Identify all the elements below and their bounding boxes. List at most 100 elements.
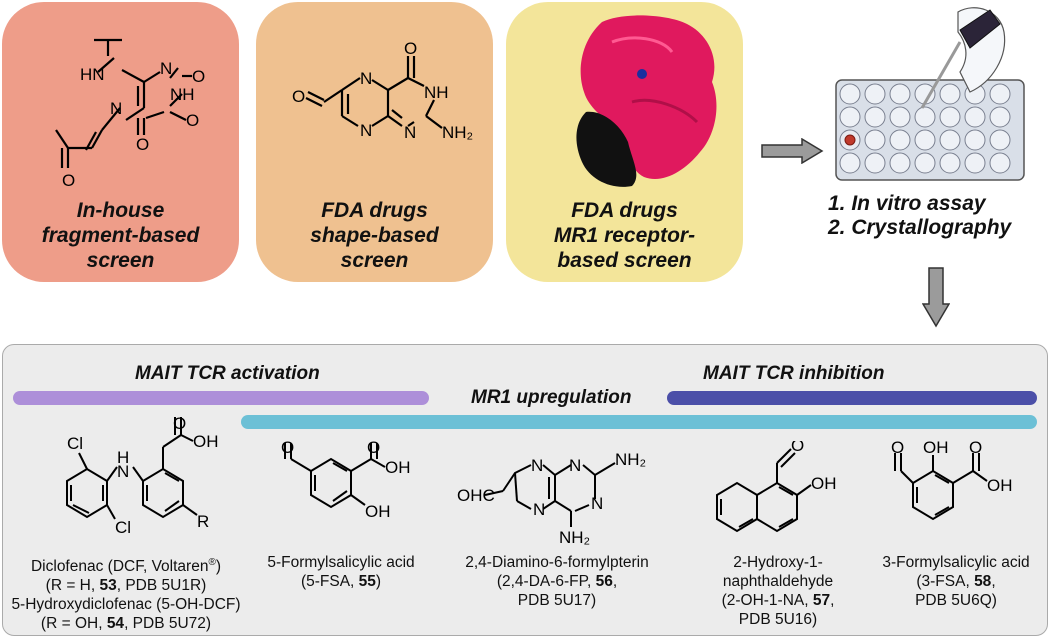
well (839, 106, 861, 128)
workflow-steps: 1. In vitro assay 2. Crystallography (828, 192, 1011, 240)
caption-line: FDA drugs (571, 199, 678, 222)
n-atom-label: N (569, 456, 581, 475)
n-atom-label: N (360, 121, 372, 140)
caption-line: In-house (76, 199, 165, 222)
diaminoformylpterin-structure: N N NH₂ N N OHC NH₂ (457, 450, 646, 545)
diaminoformylpterin-pdb: PDB 5U17) (517, 592, 597, 609)
well (989, 83, 1011, 105)
mr1-protein-surface-image (576, 15, 717, 187)
well (939, 106, 961, 128)
hydroxydiclofenac-name: 5-Hydroxydiclofenac (5-OH-DCF) (11, 596, 241, 614)
well (989, 106, 1011, 128)
hydroxynaphthaldehyde-name: 2-Hydroxy-1- (733, 554, 823, 571)
activation-bar (13, 391, 429, 405)
well (889, 106, 911, 128)
fragment-ligand-structure: HN N O NH O O N O (55, 38, 205, 190)
5-fsa-detail: (5-FSA, 55) (300, 573, 382, 590)
o-atom-label: O (192, 67, 205, 86)
activation-label: MAIT TCR activation (135, 363, 320, 384)
o-atom-label: O (281, 441, 294, 457)
n-atom-label: N (160, 59, 172, 78)
nh2-label: NH₂ (615, 450, 646, 469)
o-atom-label: O (891, 441, 904, 457)
well (964, 152, 986, 174)
well (889, 83, 911, 105)
pipette-icon (920, 7, 1006, 109)
well-plate-icon (835, 79, 1025, 181)
shape-screen-card: O N N O NH N NH₂ FDA drugs shape-based s… (256, 2, 493, 282)
caption-line: MR1 receptor- (553, 224, 696, 247)
n-atom-label: N (117, 462, 129, 481)
well (864, 152, 886, 174)
hn-atom-label: HN (80, 65, 105, 84)
3-fsa-detail: (3-FSA, 58, (916, 573, 996, 590)
hydroxynaphthaldehyde-pdb: PDB 5U16) (738, 611, 818, 628)
o-atom-label: O (173, 415, 186, 433)
diaminoformylpterin-name: 2,4-Diamino-6-formylpterin (465, 554, 649, 571)
caption-line: screen (86, 249, 155, 272)
well (964, 106, 986, 128)
card-caption: FDA drugs shape-based screen (256, 198, 493, 273)
caption-line: FDA drugs (321, 199, 428, 222)
diclofenac-structure: Cl Cl H N O OH R (66, 415, 219, 537)
well (939, 83, 961, 105)
o-atom-label: O (367, 441, 380, 457)
oh-atom-label: OH (365, 502, 391, 521)
nh2-label: NH₂ (559, 528, 590, 545)
step-crystallography: 2. Crystallography (828, 216, 1012, 239)
o-atom-label: O (969, 441, 982, 457)
down-arrow-icon (922, 267, 950, 328)
nh2-label: NH₂ (442, 123, 473, 142)
nh-atom-label: NH (424, 83, 449, 102)
h-atom-label: H (117, 448, 129, 467)
o-atom-label: O (404, 42, 417, 58)
oh-atom-label: OH (193, 432, 219, 451)
sample-well-marker (844, 134, 856, 146)
o-atom-label: O (791, 441, 804, 455)
5-fsa-structure: O O OH OH (281, 441, 411, 521)
well (864, 106, 886, 128)
caption-line: shape-based (310, 224, 439, 247)
5-fsa-name: 5-Formylsalicylic acid (267, 554, 415, 571)
cl-atom-label: Cl (67, 434, 83, 453)
r-group-label: R (197, 512, 209, 531)
formylpterin-structure: O N N O NH N NH₂ (292, 42, 473, 142)
n-atom-label: N (591, 494, 603, 513)
n-atom-label: N (404, 123, 416, 142)
well (889, 129, 911, 151)
upregulation-bar (241, 415, 1037, 429)
well (939, 152, 961, 174)
3-fsa-structure: O OH O OH (891, 441, 1013, 521)
ohc-group-label: OHC (457, 486, 495, 505)
nh-atom-label: NH (170, 85, 195, 104)
hydroxynaphthaldehyde-structure: O OH (716, 441, 837, 533)
diaminoformylpterin-detail: (2,4-DA-6-FP, 56, (496, 573, 618, 590)
hydroxynaphthaldehyde-name-cont: naphthaldehyde (722, 573, 834, 590)
results-panel: MAIT TCR activation MR1 upregulation MAI… (2, 344, 1048, 636)
inhibition-label: MAIT TCR inhibition (703, 363, 885, 384)
oh-atom-label: OH (923, 441, 949, 457)
caption-line: based screen (557, 249, 692, 272)
oh-atom-label: OH (987, 476, 1013, 495)
well (839, 83, 861, 105)
5-fsa-caption: 5-Formylsalicylic acid (5-FSA, 55) (261, 553, 421, 591)
o-atom-label: O (292, 87, 305, 106)
right-arrow-icon (761, 138, 824, 164)
well (839, 152, 861, 174)
card-caption: In-house fragment-based screen (2, 198, 239, 273)
n-atom-label: N (533, 500, 545, 519)
step-in-vitro: 1. In vitro assay (828, 192, 986, 215)
well (889, 152, 911, 174)
upregulation-label: MR1 upregulation (471, 387, 632, 408)
oh-atom-label: OH (811, 474, 837, 493)
o-atom-label: O (62, 171, 75, 190)
hydroxydiclofenac-detail: (R = OH, 54, PDB 5U72) (40, 615, 212, 633)
n-atom-label: N (360, 69, 372, 88)
mr1-receptor-screen-card: FDA drugs MR1 receptor- based screen (506, 2, 743, 282)
well (964, 129, 986, 151)
hydroxynaphthaldehyde-caption: 2-Hydroxy-1- naphthaldehyde (2-OH-1-NA, … (693, 553, 863, 629)
well (989, 129, 1011, 151)
fragment-screen-card: HN N O NH O O N O In-house fragment-base… (2, 2, 239, 282)
well (864, 83, 886, 105)
3-fsa-caption: 3-Formylsalicylic acid (3-FSA, 58, PDB 5… (871, 553, 1041, 610)
